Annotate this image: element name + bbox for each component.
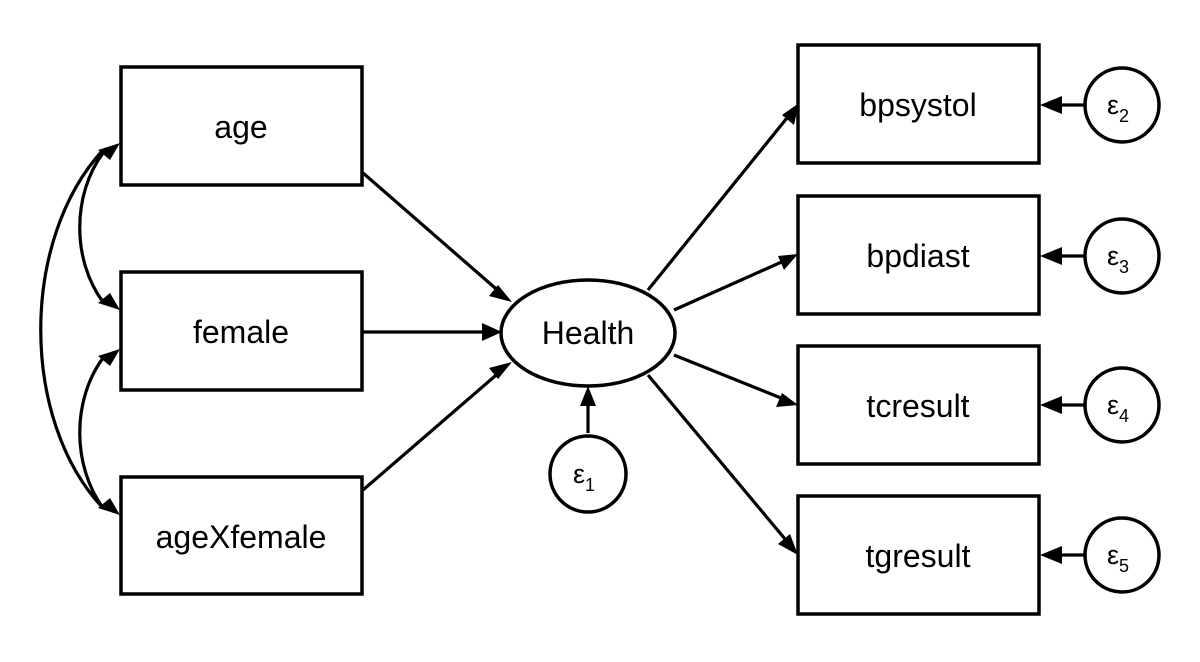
error-label-e3: ε3 xyxy=(1107,241,1129,277)
arrowhead-e4-tcresult xyxy=(1040,396,1062,414)
node-label-tgresult: tgresult xyxy=(866,538,971,574)
node-female[interactable]: female xyxy=(119,270,364,392)
node-label-age: age xyxy=(214,109,267,145)
node-tcresult[interactable]: tcresult xyxy=(796,344,1041,466)
arrowhead-e1-health xyxy=(580,386,596,406)
covariance-female-agexfemale xyxy=(78,357,105,509)
error-e1[interactable]: ε1 xyxy=(548,434,628,514)
path-arrows xyxy=(361,96,1085,564)
arrowhead-health-bpdiast xyxy=(778,254,798,270)
node-health[interactable]: Health xyxy=(499,278,677,388)
error-label-e1: ε1 xyxy=(573,459,595,495)
arrowhead-health-tgresult xyxy=(778,534,798,555)
node-agexfemale[interactable]: ageXfemale xyxy=(119,475,364,596)
error-e4[interactable]: ε4 xyxy=(1083,366,1161,444)
cov-arrowhead-female-agexfemale-bottom xyxy=(98,498,120,515)
node-age[interactable]: age xyxy=(119,65,364,187)
path-health-to-bpsystol xyxy=(646,111,793,292)
node-label-bpdiast: bpdiast xyxy=(866,238,969,274)
cov-arrowhead-age-female-bottom xyxy=(98,293,120,310)
path-age-to-health xyxy=(361,171,504,296)
path-agexfemale-to-health xyxy=(361,368,504,492)
error-label-e2: ε2 xyxy=(1107,90,1129,126)
error-label-e5: ε5 xyxy=(1107,540,1129,576)
arrowhead-health-tcresult xyxy=(776,393,798,407)
node-label-health: Health xyxy=(542,315,635,351)
path-health-to-bpdiast xyxy=(673,258,787,312)
output-errors: ε2 ε3 ε4 ε5 xyxy=(1083,66,1161,594)
output-nodes: bpsystol bpdiast tcresult tgresult xyxy=(796,43,1041,616)
node-label-agexfemale: ageXfemale xyxy=(156,519,327,555)
node-tgresult[interactable]: tgresult xyxy=(796,494,1041,616)
node-label-female: female xyxy=(193,314,289,350)
path-health-to-tcresult xyxy=(673,353,787,402)
arrowhead-agexfemale-health xyxy=(489,362,512,379)
error-label-e4: ε4 xyxy=(1107,390,1129,426)
node-bpdiast[interactable]: bpdiast xyxy=(796,194,1041,316)
error-e3[interactable]: ε3 xyxy=(1083,217,1161,295)
node-bpsystol[interactable]: bpsystol xyxy=(796,43,1041,165)
node-label-bpsystol: bpsystol xyxy=(859,87,976,123)
path-health-to-tgresult xyxy=(646,373,792,547)
arrowhead-e2-bpsystol xyxy=(1040,96,1062,114)
arrowhead-e5-tgresult xyxy=(1040,546,1062,564)
cov-arrowhead-female-agexfemale-top xyxy=(98,349,120,366)
covariance-age-agexfemale xyxy=(39,148,105,510)
covariance-age-female xyxy=(78,152,105,303)
error-e5[interactable]: ε5 xyxy=(1083,516,1161,594)
input-nodes: age female ageXfemale xyxy=(119,65,364,596)
arrowhead-age-health xyxy=(489,285,512,302)
arrowhead-female-health xyxy=(482,323,502,341)
error-e2[interactable]: ε2 xyxy=(1083,66,1161,144)
covariance-curves xyxy=(39,143,120,515)
node-label-tcresult: tcresult xyxy=(866,388,969,424)
arrowhead-health-bpsystol xyxy=(782,103,799,125)
arrowhead-e3-bpdiast xyxy=(1040,247,1062,265)
cov-arrowhead-age-female-top xyxy=(98,143,120,160)
